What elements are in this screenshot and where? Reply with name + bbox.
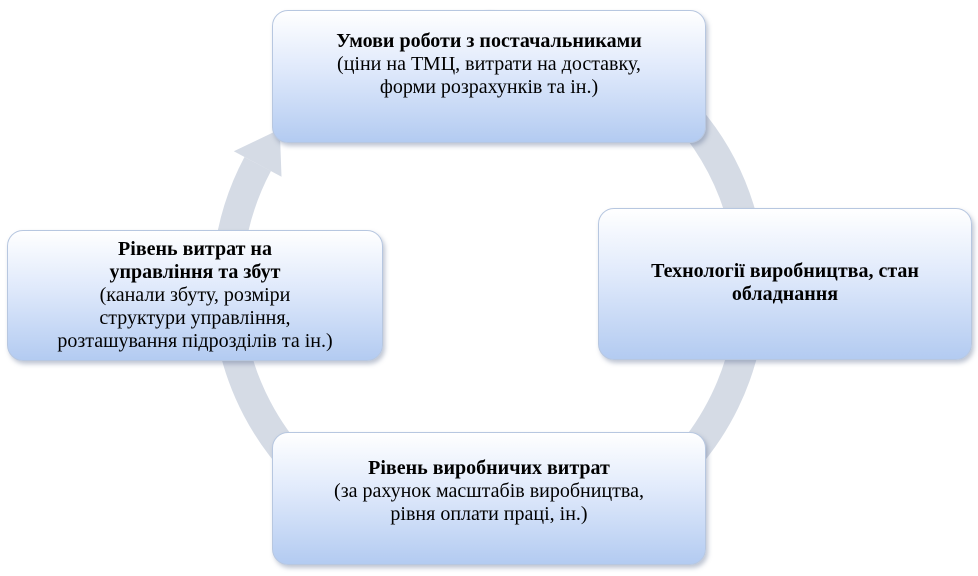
node-production-costs-detail-1: (за рахунок масштабів виробництва, (334, 480, 644, 502)
node-production-costs-title: Рівень виробничих витрат (368, 457, 610, 479)
node-management-costs: Рівень витрат на управління та збут (кан… (7, 230, 383, 361)
node-production-technology-title-2: обладнання (731, 283, 839, 305)
node-supplier-conditions: Умови роботи з постачальниками (ціни на … (272, 10, 706, 143)
node-production-costs-detail-2: рівня оплати праці, ін.) (390, 503, 588, 525)
node-supplier-conditions-title: Умови роботи з постачальниками (336, 30, 642, 52)
node-supplier-conditions-detail-2: форми розрахунків та ін.) (379, 76, 599, 98)
node-production-technology: Технології виробництва, стан обладнання (598, 208, 972, 360)
node-management-costs-title-1: Рівень витрат на (118, 238, 272, 260)
cycle-arrow-head (233, 129, 282, 177)
node-production-costs: Рівень виробничих витрат (за рахунок мас… (272, 432, 706, 565)
node-production-technology-title-1: Технології виробництва, стан (651, 260, 919, 282)
node-management-costs-detail-2: структури управління, (99, 307, 291, 329)
node-supplier-conditions-detail-1: (ціни на ТМЦ, витрати на доставку, (337, 53, 641, 75)
node-management-costs-title-2: управління та збут (109, 261, 281, 283)
node-management-costs-detail-1: (канали збуту, розміри (99, 284, 291, 306)
node-management-costs-detail-3: розташування підрозділів та ін.) (57, 330, 333, 352)
